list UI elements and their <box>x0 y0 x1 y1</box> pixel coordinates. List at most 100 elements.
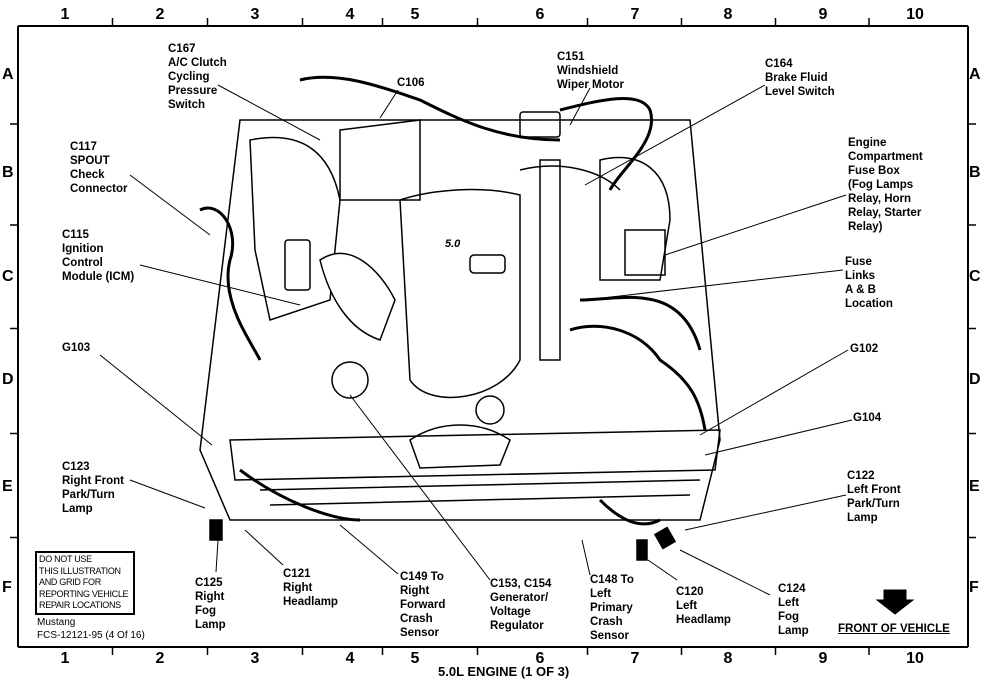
right-row-label: D <box>969 371 981 388</box>
bottom-column-label: 6 <box>535 650 545 667</box>
label-line: AND GRID FOR <box>39 577 101 587</box>
label-line: Fog <box>778 611 800 623</box>
label-line: Lamp <box>847 512 878 524</box>
label-line: C164 <box>765 58 793 70</box>
callout-c106: C106 <box>397 76 425 90</box>
top-column-label: 3 <box>250 6 260 23</box>
callout-g104: G104 <box>853 411 881 425</box>
label-line: Fog <box>195 605 217 617</box>
leader-lines <box>99 84 853 596</box>
label-line: Sensor <box>590 630 629 642</box>
bottom-column-label: 10 <box>906 650 924 667</box>
label-line: Cycling <box>168 71 210 83</box>
left-row-label: C <box>2 268 14 285</box>
callout-g103: G103 <box>62 341 90 355</box>
label-line: Regulator <box>490 620 544 632</box>
label-line: Left Front <box>847 484 901 496</box>
figure-id: FCS-12121-95 (4 Of 16) <box>37 630 145 641</box>
label-line: Lamp <box>195 619 226 631</box>
label-line: THIS ILLUSTRATION <box>39 565 121 576</box>
label-line: Links <box>845 270 876 282</box>
label-line: C123 <box>62 461 90 473</box>
label-line: Voltage <box>490 606 531 618</box>
label-line: C121 <box>283 568 311 580</box>
left-row-label: B <box>2 164 14 181</box>
label-line: Module (ICM) <box>62 271 135 283</box>
label-line: Windshield <box>557 65 619 77</box>
label-line: Right <box>195 591 225 603</box>
label-line: C148 To <box>590 574 634 586</box>
label-line: Primary <box>590 602 633 614</box>
label-line: Relay, Starter <box>848 207 922 219</box>
left-row-label: A <box>2 66 14 83</box>
engine-badge: 5.0 <box>445 238 461 250</box>
label-line: Pressure <box>168 85 218 97</box>
label-line: Headlamp <box>283 596 338 608</box>
left-row-label: E <box>2 478 13 495</box>
label-line: Wiper Motor <box>557 79 624 91</box>
label-line: C117 <box>70 141 97 153</box>
front-of-vehicle-label: FRONT OF VEHICLE <box>838 623 950 635</box>
label-line: Switch <box>168 99 206 111</box>
label-line: Fuse <box>845 256 872 268</box>
label-line: Ignition <box>62 243 104 255</box>
bottom-column-label: 5 <box>410 650 420 667</box>
label-line: C153, C154 <box>490 578 552 590</box>
bottom-column-label: 9 <box>818 650 828 667</box>
label-line: Location <box>845 298 893 310</box>
label-line: Check <box>70 169 105 181</box>
label-line: A/C Clutch <box>168 57 227 69</box>
label-line: Relay, Horn <box>848 193 912 205</box>
top-column-label: 2 <box>155 6 165 23</box>
label-line: A & B <box>845 284 876 296</box>
label-line: C115 <box>62 229 89 241</box>
label-line: G103 <box>62 342 91 354</box>
label-line: Park/Turn <box>847 498 900 510</box>
label-line: Lamp <box>778 625 809 637</box>
label-line: REPORTING VEHICLE <box>39 588 129 599</box>
label-line: Park/Turn <box>62 489 115 501</box>
left-row-label: F <box>2 579 12 596</box>
label-line: G102 <box>850 343 879 355</box>
bottom-column-label: 7 <box>630 650 640 667</box>
label-line: Level Switch <box>765 86 835 98</box>
top-column-label: 6 <box>535 6 545 23</box>
right-row-label: E <box>969 478 980 495</box>
bottom-column-label: 3 <box>250 650 260 667</box>
top-column-label: 9 <box>818 6 828 23</box>
top-column-label: 1 <box>60 6 70 23</box>
top-column-label: 5 <box>410 6 420 23</box>
left-row-label: D <box>2 371 14 388</box>
right-row-label: F <box>969 579 979 596</box>
grid-ticks <box>10 18 976 655</box>
frame <box>17 25 969 648</box>
label-line: REPAIR LOCATIONS <box>39 600 121 610</box>
bottom-column-label: 4 <box>345 650 355 667</box>
label-line: Sensor <box>400 627 439 639</box>
top-column-label: 7 <box>630 6 640 23</box>
label-line: Connector <box>70 183 128 195</box>
vehicle-name: Mustang <box>37 617 76 628</box>
label-line: Compartment <box>848 151 923 163</box>
label-line: Left <box>590 588 612 600</box>
right-row-label: C <box>969 268 981 285</box>
label-line: C167 <box>168 43 196 55</box>
top-column-label: 4 <box>345 6 355 23</box>
label-line: C120 <box>676 586 704 598</box>
label-line: Right Front <box>62 475 124 487</box>
